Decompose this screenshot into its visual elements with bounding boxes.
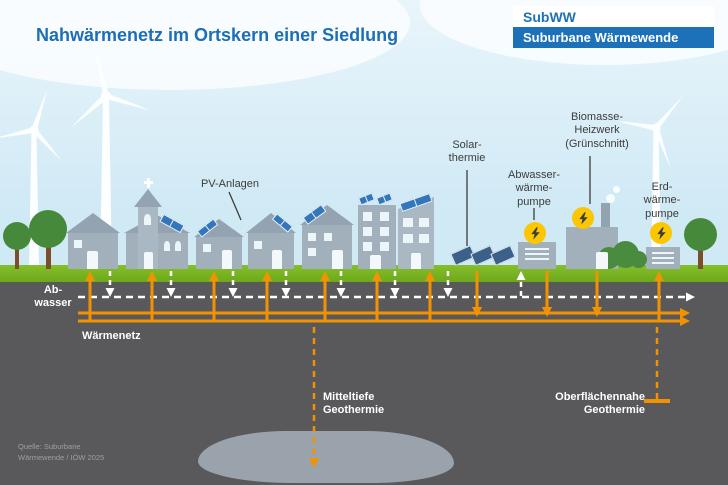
pv-panel-icon <box>358 192 375 206</box>
pv-panel-icon <box>376 192 393 206</box>
callout-biomasse-heizwerk: Biomasse- Heizwerk (Grünschnitt) <box>565 111 629 150</box>
window-icon <box>164 241 170 251</box>
tree-icon <box>29 210 67 248</box>
lightning-bolt-icon <box>530 226 540 240</box>
lightning-bolt-icon <box>578 211 588 225</box>
window-icon <box>403 218 413 227</box>
green-cuttings-icon <box>630 251 647 268</box>
label-abwasser: Ab- wasser <box>34 284 72 309</box>
window-icon <box>144 214 151 225</box>
lightning-bolt-icon <box>656 226 666 240</box>
logo-brand: SubWW <box>513 6 714 27</box>
window-icon <box>380 242 389 251</box>
label-oberflaechennahe-geothermie: Oberflächennahe Geothermie <box>555 391 645 416</box>
tree-trunk <box>698 244 703 269</box>
window-icon <box>254 241 262 249</box>
door-icon <box>596 252 608 269</box>
tree-icon <box>3 222 31 250</box>
tree-trunk <box>46 242 51 269</box>
door-icon <box>332 250 343 269</box>
window-icon <box>419 234 429 243</box>
label-waermenetz: Wärmenetz <box>82 330 141 342</box>
smoke-icon <box>613 186 620 193</box>
callout-pv-anlagen: PV-Anlagen <box>200 178 260 190</box>
callout-abwasserwaermepumpe: Abwasser- wärme- pumpe <box>508 169 560 208</box>
aquifer-shape <box>198 431 454 483</box>
door-icon <box>87 251 98 269</box>
tree-icon <box>684 218 717 251</box>
window-icon <box>363 227 372 236</box>
church-tower <box>138 206 158 269</box>
solar-collector-icon <box>490 245 516 266</box>
door-icon <box>272 250 282 269</box>
callout-solarthermie: Solar- thermie <box>448 139 486 165</box>
window-icon <box>363 212 372 221</box>
page-title: Nahwärmenetz im Ortskern einer Siedlung <box>36 25 399 45</box>
wind-turbine-icon <box>0 90 63 268</box>
ground-heat-pump-badge <box>650 222 672 244</box>
window-icon <box>203 244 211 252</box>
door-icon <box>370 255 381 269</box>
tree-trunk <box>15 248 19 269</box>
smoke-icon <box>606 194 615 203</box>
house-roof <box>66 213 120 233</box>
house <box>248 233 294 269</box>
callout-erdwaermepumpe: Erd- wärme- pumpe <box>643 181 681 220</box>
window-icon <box>403 234 413 243</box>
biomass-plant-badge <box>572 207 594 229</box>
sewage-heat-pump-badge <box>524 222 546 244</box>
church-spire <box>134 189 162 207</box>
window-icon <box>324 233 332 241</box>
logo-subtitle: Suburbane Wärmewende <box>513 27 714 48</box>
logo: SubWW Suburbane Wärmewende <box>513 6 714 48</box>
house <box>302 225 352 269</box>
door-icon <box>144 252 153 269</box>
window-icon <box>308 233 316 241</box>
house <box>196 237 242 269</box>
label-mitteltiefe-geothermie: Mitteltiefe Geothermie <box>323 391 385 416</box>
vent-slits <box>525 248 549 261</box>
cross-icon <box>144 181 153 184</box>
window-icon <box>74 240 82 248</box>
door-icon <box>411 253 421 269</box>
window-icon <box>380 227 389 236</box>
window-icon <box>363 242 372 251</box>
window-icon <box>175 241 181 251</box>
vent-slits <box>652 252 674 264</box>
chimney-icon <box>601 203 610 229</box>
window-icon <box>380 212 389 221</box>
door-icon <box>222 250 232 269</box>
window-icon <box>419 218 429 227</box>
callout-pointer <box>228 191 242 221</box>
source-credit: Quelle: Suburbane Wärmewende / IÖW 2025 <box>18 442 105 462</box>
window-icon <box>308 248 316 256</box>
